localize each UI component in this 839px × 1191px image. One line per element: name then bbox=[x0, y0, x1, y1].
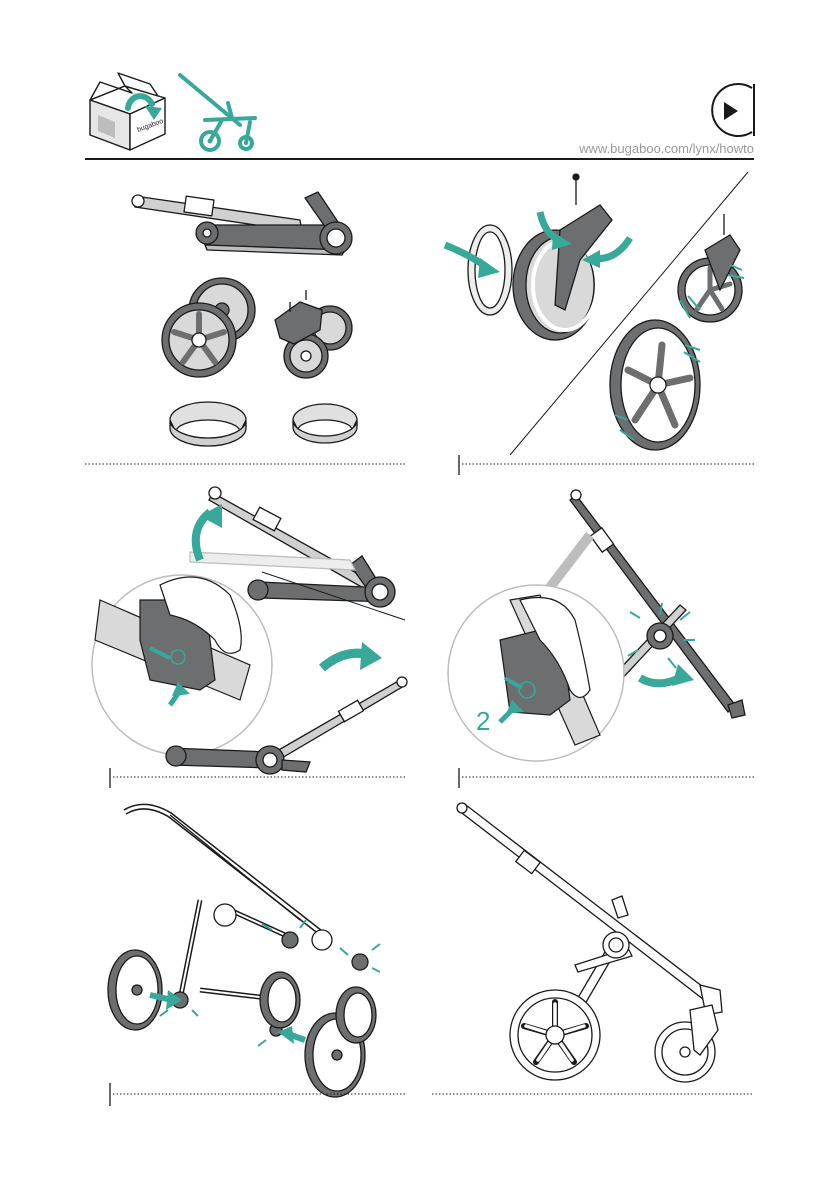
panel-assembled bbox=[0, 0, 839, 1191]
